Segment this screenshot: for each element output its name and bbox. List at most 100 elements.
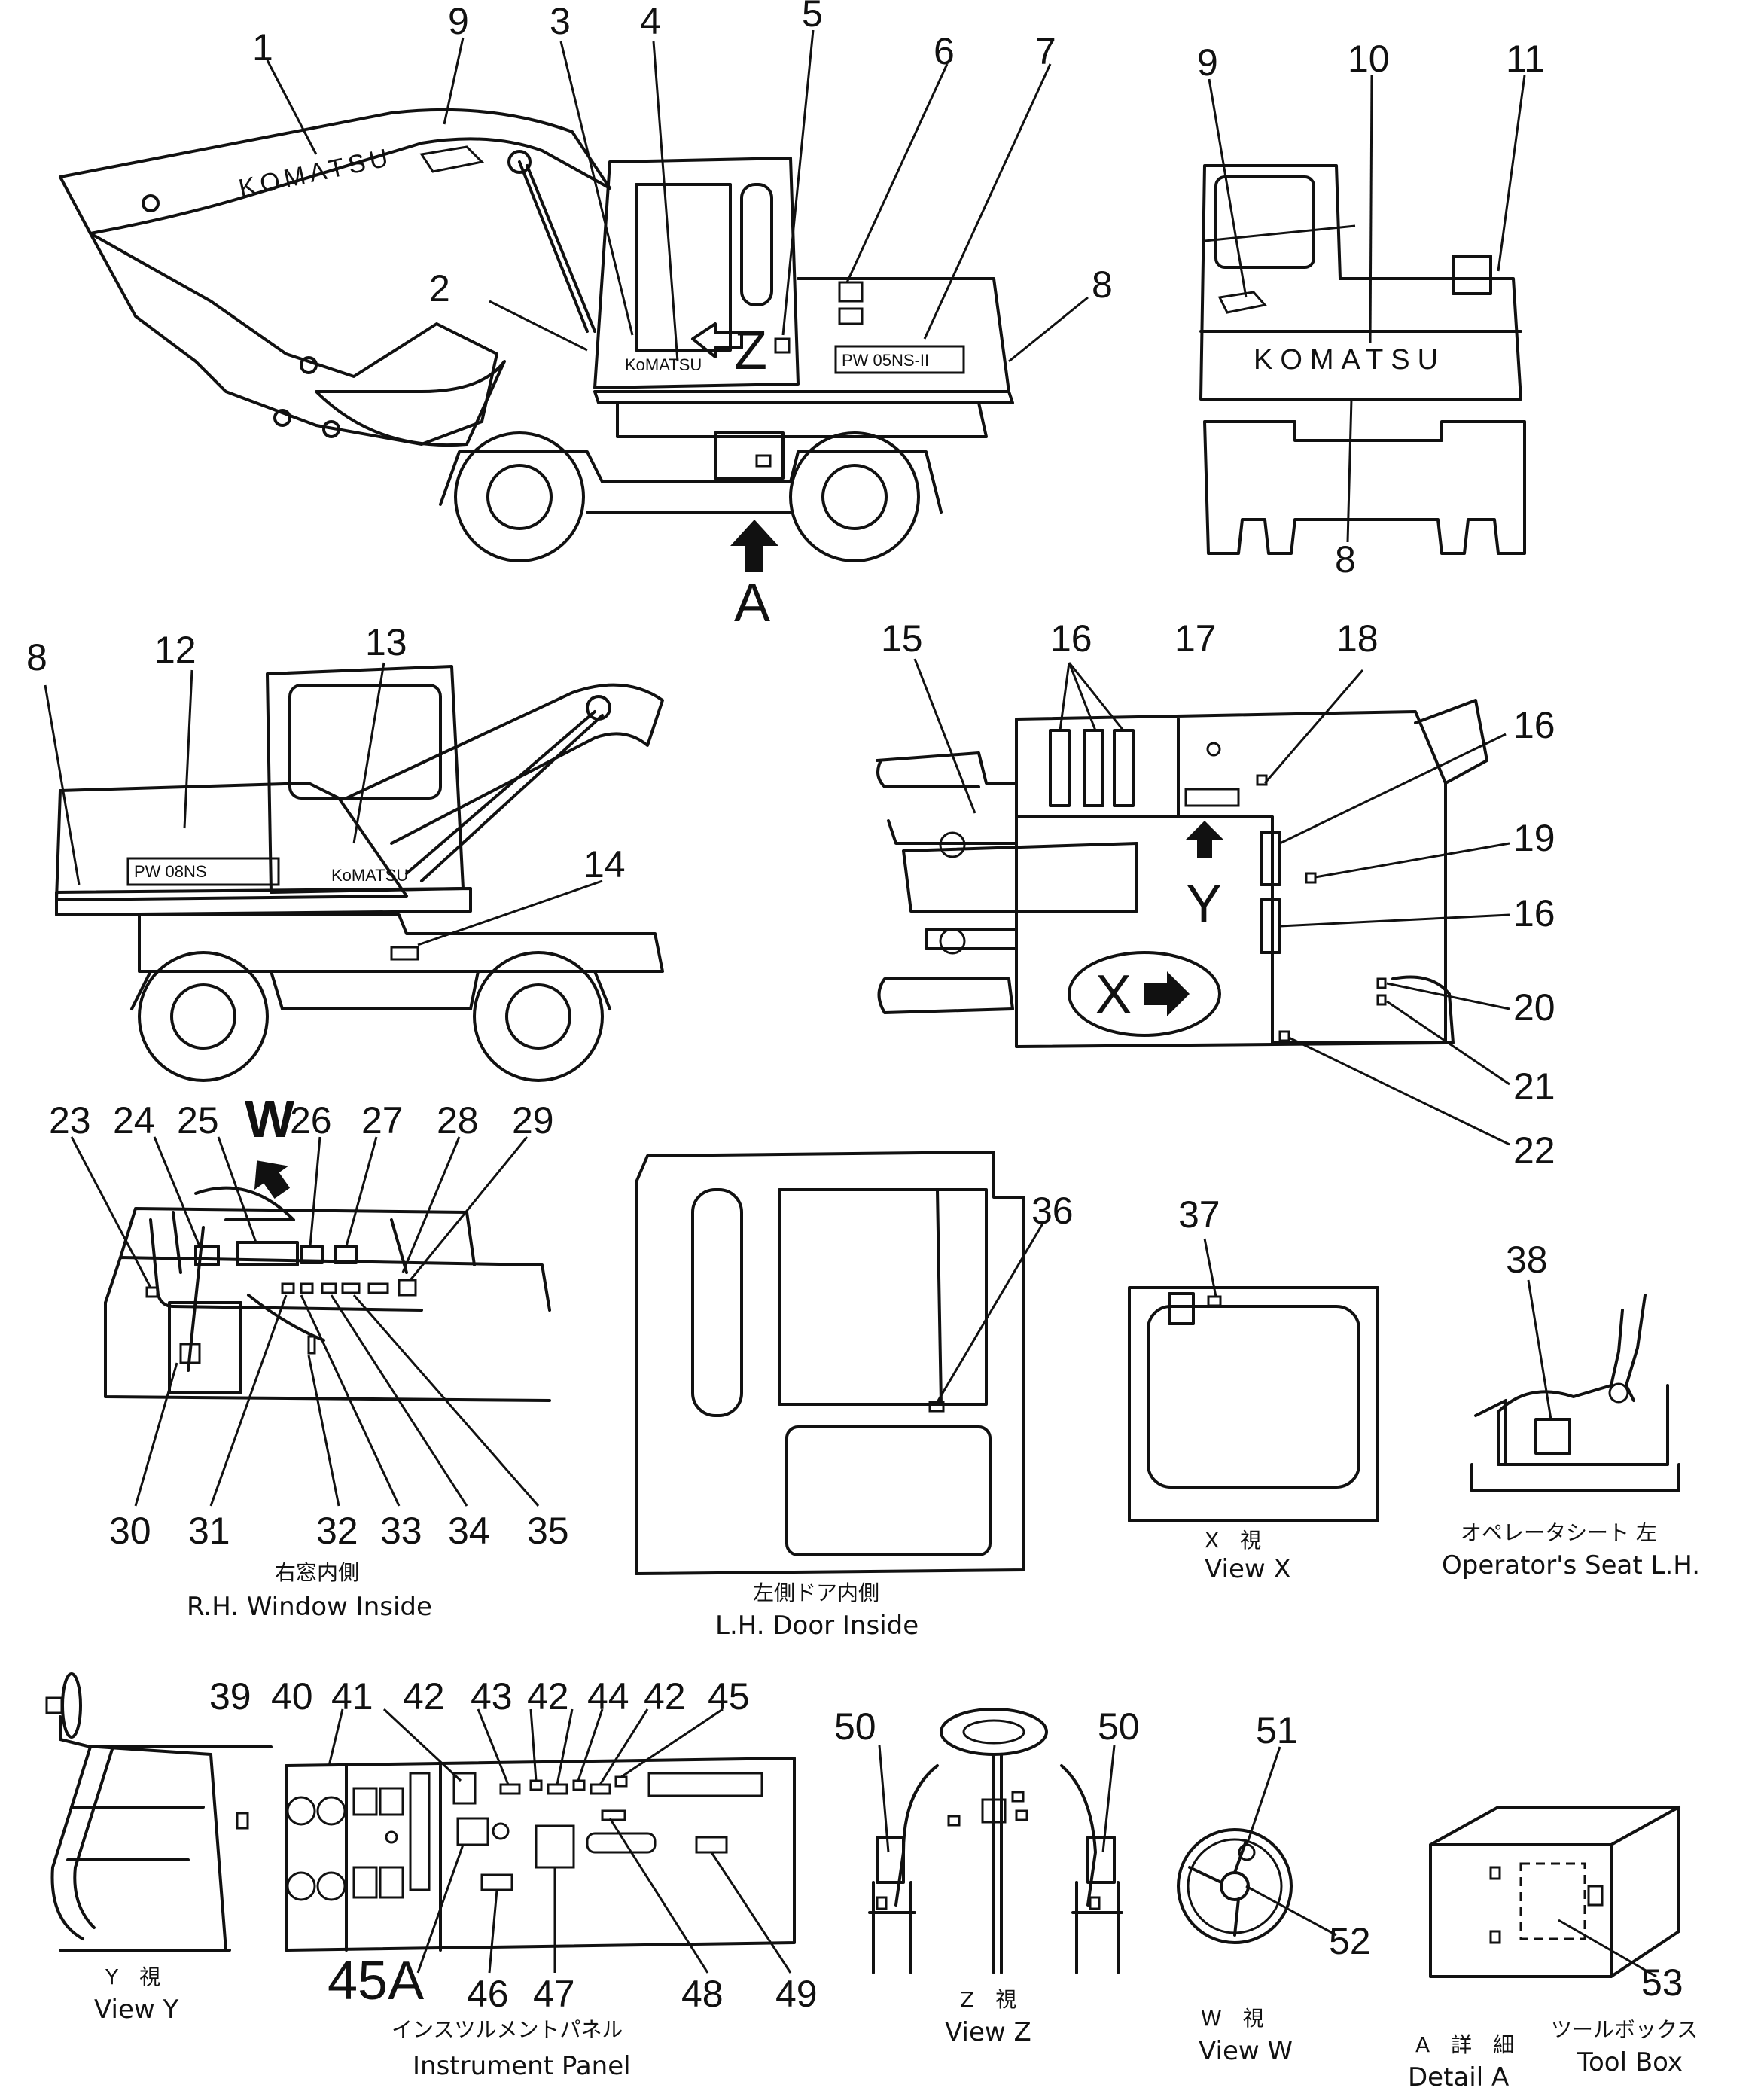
callout-18: 18 (1336, 617, 1379, 660)
callout-9b: 9 (1197, 41, 1218, 84)
callout-42b: 42 (527, 1675, 569, 1718)
instrument-panel: 40 41 42 43 42 44 42 45 45A 46 47 48 49 … (271, 1675, 818, 2081)
caption-view-z-jp: Z 視 (960, 1987, 1016, 2012)
callout-46: 46 (467, 1973, 509, 2015)
caption-view-x-en: View X (1205, 1554, 1291, 1584)
rh-window-view: W 23 (49, 1090, 569, 1622)
caption-toolbox-en: Tool Box (1577, 2047, 1683, 2077)
callout-34: 34 (448, 1510, 490, 1552)
callout-10: 10 (1348, 38, 1390, 80)
callout-33: 33 (380, 1510, 422, 1552)
callout-7: 7 (1035, 30, 1056, 72)
caption-seat-jp: オペレータシート 左 (1461, 1520, 1657, 1545)
excavator-right-view: PW 08NS KoMATSU 8 12 13 14 (26, 621, 664, 1082)
marker-z: Z (734, 321, 767, 381)
caption-seat-en: Operator's Seat L.H. (1442, 1550, 1700, 1580)
callout-24: 24 (113, 1099, 155, 1141)
callout-30: 30 (109, 1510, 151, 1552)
callout-50a: 50 (834, 1705, 876, 1748)
view-x: 37 X 視 View X (1128, 1193, 1379, 1584)
callout-16c: 16 (1513, 892, 1555, 934)
callout-47: 47 (533, 1973, 575, 2015)
callout-25: 25 (177, 1099, 219, 1141)
callout-8b: 8 (1335, 538, 1356, 581)
komatsu-right-text: KoMATSU (331, 866, 408, 885)
callout-21: 21 (1513, 1065, 1555, 1108)
caption-view-z-en: View Z (945, 2017, 1031, 2047)
callout-4: 4 (640, 0, 661, 42)
callout-32: 32 (316, 1510, 358, 1552)
view-w: 51 52 W 視 View W (1177, 1709, 1371, 2066)
callout-16a: 16 (1050, 617, 1092, 660)
callout-22: 22 (1513, 1129, 1555, 1172)
callout-45A: 45A (328, 1951, 424, 2011)
komatsu-cab-text: KoMATSU (625, 355, 702, 374)
marker-w: W (245, 1090, 294, 1148)
callout-35: 35 (527, 1510, 569, 1552)
detail-a-toolbox: 53 A 詳 細 Detail A ツールボックス Tool Box (1408, 1806, 1698, 2092)
caption-view-y-en: View Y (94, 1995, 178, 2025)
callout-8c: 8 (26, 636, 47, 678)
callout-44: 44 (587, 1675, 629, 1718)
callout-43: 43 (471, 1675, 513, 1718)
callout-26: 26 (290, 1099, 332, 1141)
callout-2: 2 (429, 267, 450, 309)
callout-53: 53 (1641, 1961, 1683, 2004)
marker-y: Y (1186, 874, 1222, 934)
caption-view-w-jp: W 視 (1201, 2006, 1264, 2031)
callout-3: 3 (550, 0, 571, 42)
caption-toolbox-jp: ツールボックス (1551, 2017, 1698, 2042)
caption-lh-door-jp: 左側ドア内側 (753, 1580, 879, 1605)
callout-15: 15 (881, 617, 923, 660)
caption-panel-en: Instrument Panel (413, 2051, 631, 2081)
komatsu-rear-text: KOMATSU (1254, 344, 1446, 376)
operator-seat-view: 38 オペレータシート 左 Operator's Seat L.H. (1442, 1239, 1700, 1580)
callout-17: 17 (1174, 617, 1217, 660)
model-badge-right: PW 08NS (134, 862, 207, 881)
callout-5: 5 (802, 0, 823, 35)
caption-view-y-jp: Y 視 (105, 1964, 160, 1989)
callout-37: 37 (1178, 1193, 1220, 1236)
caption-lh-door-en: L.H. Door Inside (715, 1611, 919, 1641)
callout-28: 28 (437, 1099, 479, 1141)
view-z: 50 50 Z 視 View Z (834, 1705, 1140, 2047)
callout-40: 40 (271, 1675, 313, 1718)
model-badge-side: PW 05NS-II (842, 351, 929, 370)
caption-panel-jp: インスツルメントパネル (391, 2017, 623, 2042)
callout-20: 20 (1513, 986, 1555, 1029)
callout-50b: 50 (1098, 1705, 1140, 1748)
callout-29: 29 (512, 1099, 554, 1141)
callout-1: 1 (252, 26, 273, 69)
callout-16b: 16 (1513, 704, 1555, 746)
callout-8a: 8 (1092, 264, 1113, 306)
caption-rh-window-en: R.H. Window Inside (187, 1592, 432, 1622)
callout-52: 52 (1329, 1920, 1371, 1962)
callout-31: 31 (188, 1510, 230, 1552)
caption-view-w-en: View W (1199, 2036, 1293, 2066)
callout-27: 27 (361, 1099, 404, 1141)
callout-49: 49 (775, 1973, 818, 2015)
caption-view-x-jp: X 視 (1205, 1528, 1261, 1553)
callout-51: 51 (1256, 1709, 1298, 1751)
callout-36: 36 (1031, 1190, 1074, 1232)
callout-42a: 42 (403, 1675, 445, 1718)
callout-38: 38 (1506, 1239, 1548, 1281)
callout-45: 45 (708, 1675, 750, 1718)
caption-rh-window-jp: 右窓内側 (275, 1560, 359, 1585)
callout-11: 11 (1506, 38, 1545, 80)
callout-23: 23 (49, 1099, 91, 1141)
callout-39: 39 (209, 1675, 251, 1718)
callout-9a: 9 (448, 0, 469, 42)
excavator-rear-view: KOMATSU 9 10 11 8 (1197, 38, 1545, 581)
callout-12: 12 (154, 629, 197, 671)
callout-41: 41 (331, 1675, 373, 1718)
callout-19: 19 (1513, 817, 1555, 859)
excavator-side-view: KOMATSU PW 05NS-II KoMATSU Z A (59, 0, 1113, 633)
caption-detail-a-jp: A 詳 細 (1415, 2032, 1514, 2057)
callout-6: 6 (934, 30, 955, 72)
callout-14: 14 (583, 843, 626, 885)
marker-x: X (1095, 965, 1132, 1025)
view-y: 39 Y 視 View Y (45, 1672, 273, 2025)
